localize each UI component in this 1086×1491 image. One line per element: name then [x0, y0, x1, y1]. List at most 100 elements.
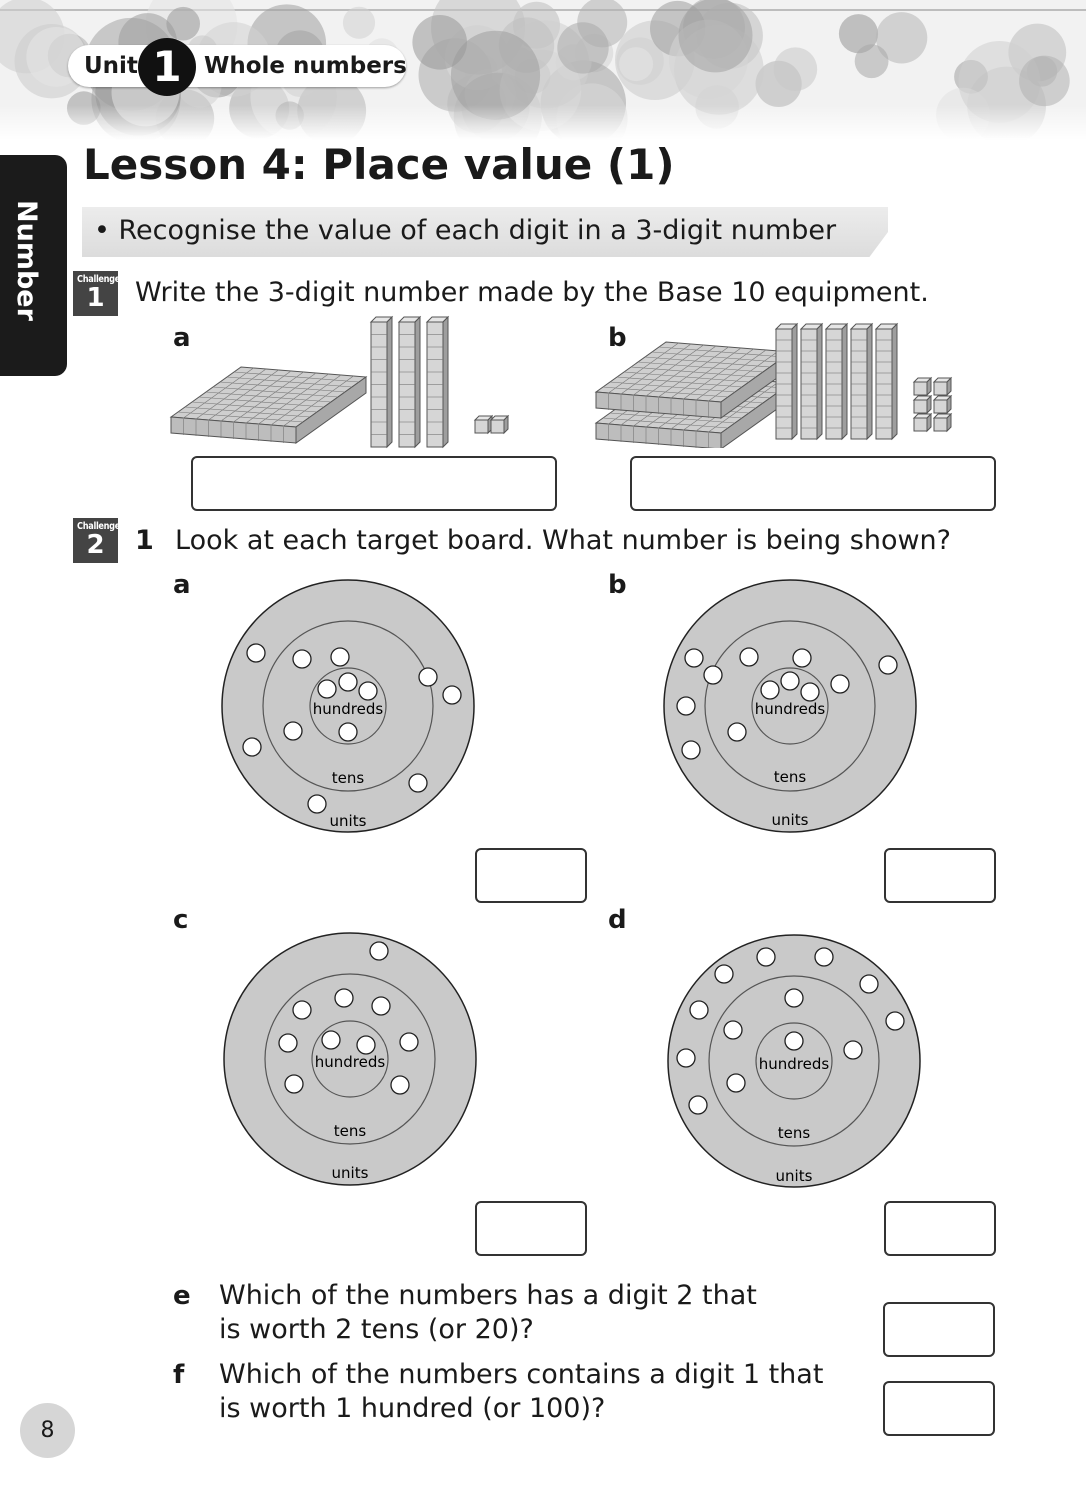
- ring-label-hundreds: hundreds: [759, 1055, 830, 1073]
- challenge-1-word: Challenge: [77, 274, 120, 285]
- counter-icon: [371, 996, 391, 1016]
- counter-icon: [726, 1073, 746, 1093]
- counter-icon: [780, 671, 800, 691]
- unit-cube-icon: [912, 394, 933, 415]
- unit-label: Unit: [84, 53, 138, 79]
- counter-icon: [814, 947, 834, 967]
- counter-icon: [283, 721, 303, 741]
- counter-icon: [338, 672, 358, 692]
- counter-icon: [242, 737, 262, 757]
- counter-icon: [338, 722, 358, 742]
- side-tab: [0, 155, 67, 376]
- counter-icon: [390, 1075, 410, 1095]
- board-b-label: b: [608, 570, 627, 600]
- counter-icon: [418, 667, 438, 687]
- base10-blocks-b: [594, 322, 953, 448]
- challenge-2-question: Look at each target board. What number i…: [175, 525, 951, 556]
- challenge-1-part-b-label: b: [608, 323, 627, 353]
- part-e-answer[interactable]: [883, 1302, 995, 1357]
- board-a-label: a: [173, 570, 191, 600]
- counter-icon: [676, 696, 696, 716]
- page-title: Lesson 4: Place value (1): [83, 140, 675, 189]
- header-bubble-band: [0, 0, 1086, 140]
- page-number-circle: [20, 1403, 75, 1458]
- challenge-2-word: Challenge: [77, 521, 120, 532]
- unit-cube-icon: [912, 376, 933, 397]
- part-f-answer[interactable]: [883, 1381, 995, 1436]
- ten-rod-icon: [874, 322, 899, 441]
- bubble-decoration: [0, 0, 1086, 140]
- part-f-line-2: is worth 1 hundred (or 100)?: [219, 1393, 606, 1424]
- counter-icon: [284, 1074, 304, 1094]
- counter-icon: [292, 1000, 312, 1020]
- challenge-1-part-a-label: a: [173, 323, 191, 353]
- counter-icon: [358, 681, 378, 701]
- lesson-title-bold: Place value (1): [322, 140, 675, 189]
- challenge-1-answer-a[interactable]: [191, 456, 557, 511]
- counter-icon: [878, 655, 898, 675]
- counter-icon: [408, 773, 428, 793]
- counter-icon: [756, 947, 776, 967]
- hundred-flat-icon: [594, 341, 793, 419]
- counter-icon: [760, 680, 780, 700]
- part-e-line-2: is worth 2 tens (or 20)?: [219, 1314, 534, 1345]
- counter-icon: [330, 647, 350, 667]
- page-number: 8: [40, 1418, 55, 1443]
- unit-number-badge: 1: [138, 38, 196, 96]
- counter-icon: [681, 740, 701, 760]
- counter-icon: [307, 794, 327, 814]
- board-d-label: d: [608, 905, 627, 935]
- challenge-2-badge: Challenge 2: [73, 518, 120, 563]
- counter-icon: [739, 647, 759, 667]
- counter-icon: [843, 1040, 863, 1060]
- ring-label-units: units: [332, 1164, 369, 1182]
- target-board-b: hundreds tens units: [663, 579, 917, 833]
- unit-cube-icon: [912, 412, 933, 433]
- part-f-line-1: Which of the numbers contains a digit 1 …: [219, 1359, 824, 1390]
- unit-cube-icon: [473, 414, 494, 435]
- counter-icon: [830, 674, 850, 694]
- challenge-1-badge: Challenge 1: [73, 271, 120, 316]
- counter-icon: [885, 1011, 905, 1031]
- objective-text: • Recognise the value of each digit in a…: [94, 215, 837, 246]
- ring-label-tens: tens: [332, 769, 365, 787]
- part-e-question: Which of the numbers has a digit 2 that …: [219, 1279, 757, 1347]
- counter-icon: [784, 1031, 804, 1051]
- unit-cube-icon: [489, 414, 510, 435]
- ring-label-tens: tens: [778, 1124, 811, 1142]
- challenge-2-number: 2: [86, 530, 105, 560]
- counter-icon: [399, 1032, 419, 1052]
- target-board-d: hundreds tens units: [667, 934, 921, 1188]
- board-b-answer[interactable]: [884, 848, 996, 903]
- ring-label-tens: tens: [774, 768, 807, 786]
- counter-icon: [684, 648, 704, 668]
- board-c-answer[interactable]: [475, 1201, 587, 1256]
- unit-cube-icon: [932, 412, 953, 433]
- counter-icon: [800, 682, 820, 702]
- challenge-1-answer-b[interactable]: [630, 456, 996, 511]
- question-number: 1: [135, 525, 154, 556]
- part-e-label: e: [173, 1281, 191, 1311]
- counter-icon: [784, 988, 804, 1008]
- challenge-1-question: Write the 3-digit number made by the Bas…: [135, 277, 929, 308]
- counter-icon: [703, 665, 723, 685]
- counter-icon: [334, 988, 354, 1008]
- part-f-question: Which of the numbers contains a digit 1 …: [219, 1358, 823, 1426]
- counter-icon: [688, 1095, 708, 1115]
- unit-cube-icon: [932, 376, 953, 397]
- counter-icon: [676, 1048, 696, 1068]
- side-tab-label: Number: [11, 200, 42, 321]
- counter-icon: [246, 643, 266, 663]
- unit-pill: [68, 45, 406, 87]
- counter-icon: [689, 1000, 709, 1020]
- counter-icon: [723, 1020, 743, 1040]
- lesson-prefix: Lesson 4:: [83, 140, 323, 189]
- ten-rod-icon: [425, 315, 450, 449]
- counter-icon: [292, 649, 312, 669]
- ring-label-units: units: [772, 811, 809, 829]
- ten-rod-icon: [369, 315, 394, 449]
- hundred-flat-icon: [169, 366, 368, 444]
- board-d-answer[interactable]: [884, 1201, 996, 1256]
- board-a-answer[interactable]: [475, 848, 587, 903]
- ten-rod-icon: [774, 322, 799, 441]
